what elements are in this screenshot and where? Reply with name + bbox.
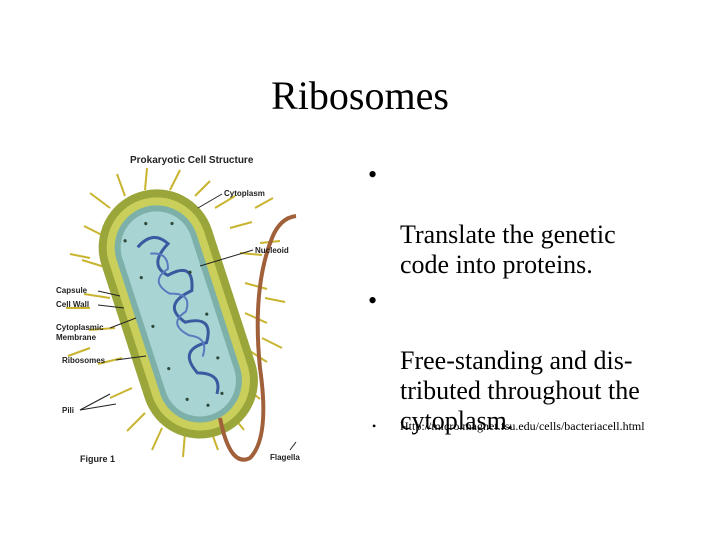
bullet-dot: •: [368, 286, 378, 315]
source-url: Http://micro.magnet.fsu.edu/cells/bacter…: [400, 419, 645, 433]
bullet-item: • Translate the genetic code into protei…: [364, 160, 704, 280]
source-citation: • Http://micro.magnet.fsu.edu/cells/bact…: [364, 418, 704, 434]
bullet-list: • Translate the genetic code into protei…: [364, 160, 704, 442]
label-cytoplasm: Cytoplasm: [224, 189, 265, 198]
bullet-dot: •: [368, 160, 378, 189]
cell-diagram: Prokaryotic Cell Structure: [56, 155, 300, 464]
label-flagella: Flagella: [270, 453, 300, 462]
label-membrane: Membrane: [56, 333, 97, 342]
prokaryotic-cell-figure: Prokaryotic Cell Structure: [50, 148, 350, 478]
cell-body: [98, 189, 258, 439]
label-pili: Pili: [62, 406, 74, 415]
figure-caption: Figure 1: [80, 454, 115, 464]
slide-title: Ribosomes: [271, 73, 449, 118]
bullet-text: Free-standing and dis- tributed througho…: [400, 346, 640, 435]
label-capsule: Capsule: [56, 286, 88, 295]
label-cell-wall: Cell Wall: [56, 300, 89, 309]
label-cytoplasmic: Cytoplasmic: [56, 323, 104, 332]
bullet-text: Translate the genetic code into proteins…: [400, 220, 616, 279]
ribosome-dots: [123, 221, 224, 407]
flagellum: [218, 214, 297, 462]
nucleoid-dna: [136, 236, 220, 395]
label-nucleoid: Nucleoid: [255, 246, 289, 255]
figure-heading: Prokaryotic Cell Structure: [130, 155, 254, 166]
bullet-dot: •: [372, 419, 377, 433]
label-ribosomes: Ribosomes: [62, 356, 106, 365]
bullet-item: • Free-standing and dis- tributed throug…: [364, 286, 704, 436]
